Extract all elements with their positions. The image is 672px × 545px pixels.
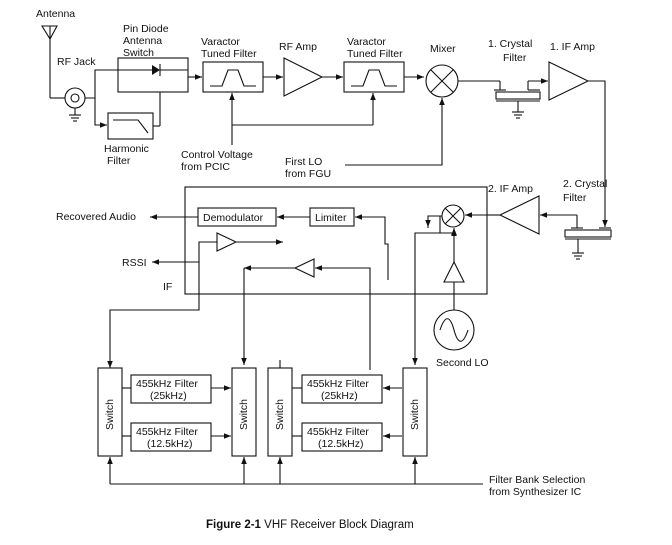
filter-12-5khz-left: [130, 422, 212, 452]
switch-1-label: Switch: [104, 399, 116, 430]
rf-amp-label: RF Amp: [279, 41, 317, 53]
harmonic-filter-label-1: Harmonic: [104, 143, 149, 155]
if-amp-1-output-line: [588, 80, 606, 215]
antenna-symbol: [41, 25, 58, 82]
switch-2-label: Switch: [238, 399, 250, 430]
if-ic-block: [184, 186, 488, 295]
switch-3-block: [267, 367, 293, 457]
filter-25khz-left: [130, 374, 212, 404]
mixer-label: Mixer: [430, 43, 456, 55]
crystal-filter-1-label-1: 1. Crystal: [488, 38, 532, 50]
figure-caption-prefix: Figure 2-1: [206, 519, 262, 531]
second-lo-oscillator-symbol: [433, 309, 475, 351]
if-amp-1-label: 1. IF Amp: [550, 41, 595, 53]
control-voltage-label-2: from PCIC: [181, 161, 230, 173]
control-voltage-connector: [229, 93, 376, 145]
filter-25khz-right-line2: (25kHz): [321, 390, 358, 402]
rssi-label: RSSI: [122, 257, 147, 269]
pin-diode-label-1: Pin Diode: [123, 23, 169, 35]
switch-2-block: [231, 367, 257, 457]
if-amp-2-label: 2. IF Amp: [488, 183, 533, 195]
pin-diode-label-3: Switch: [123, 47, 154, 59]
mixer-symbol: [425, 64, 459, 98]
if-ic-label: IF: [163, 281, 172, 293]
crystal-filter-1-label-2: Filter: [503, 52, 527, 64]
rf-jack-symbol: [49, 69, 118, 128]
varactor-filter-2-label-1: Varactor: [347, 36, 386, 48]
filter-25khz-left-line1: 455kHz Filter: [136, 378, 198, 390]
varactor-filter-1-label-1: Varactor: [201, 36, 240, 48]
harmonic-filter-label-2: Filter: [107, 155, 131, 167]
if-to-left-switch-line: [107, 262, 200, 368]
harmonic-filter-block: [107, 70, 161, 140]
pin-diode-label-2: Antenna: [123, 35, 162, 47]
first-lo-connector: [345, 98, 445, 166]
lower-amp-triangle: [293, 258, 315, 278]
limiter-input-line: [355, 214, 389, 280]
crystal-filter-2-symbol: [540, 212, 612, 260]
varactor-filter-1-label-2: Tuned Filter: [201, 48, 257, 60]
mixer-to-right-switch-line: [412, 232, 440, 365]
if-amp-1-triangle: [548, 61, 590, 101]
filter-12-5khz-right-line1: 455kHz Filter: [307, 426, 369, 438]
filter-bank-label-1: Filter Bank Selection: [489, 474, 585, 486]
figure-caption-text: VHF Receiver Block Diagram: [261, 519, 414, 531]
filter-12-5khz-left-line2: (12.5kHz): [147, 438, 193, 450]
switch-3-label: Switch: [274, 399, 286, 430]
demodulator-label: Demodulator: [203, 212, 264, 224]
antenna-label: Antenna: [36, 8, 75, 20]
switch-4-label: Switch: [409, 399, 421, 430]
filter-25khz-right: [301, 374, 383, 404]
control-voltage-label-1: Control Voltage: [181, 149, 253, 161]
filter-25khz-right-line1: 455kHz Filter: [307, 378, 369, 390]
varactor-filter-2-label-2: Tuned Filter: [347, 48, 403, 60]
if-amp-2-triangle: [498, 195, 540, 235]
crystal-filter-2-label-1: 2. Crystal: [563, 178, 607, 190]
rf-jack-label: RF Jack: [57, 56, 96, 68]
varactor-filter-2-block: [343, 61, 405, 93]
filter-12-5khz-right: [301, 422, 383, 452]
first-lo-label-1: First LO: [285, 156, 322, 168]
crystal-filter-1-symbol: [494, 78, 548, 119]
rf-amp-triangle: [283, 57, 324, 97]
first-lo-label-2: from FGU: [285, 168, 331, 180]
filter-bank-to-lower-amp-line: [315, 265, 371, 370]
limiter-label: Limiter: [315, 212, 347, 224]
crystal-filter-2-label-2: Filter: [563, 192, 587, 204]
rssi-output-line: [152, 241, 217, 265]
switch-4-block: [402, 367, 428, 457]
filter-bank-label-2: from Synthesizer IC: [489, 486, 582, 498]
switch-1-block: [97, 367, 123, 457]
filter-bank-selection-bus: [107, 457, 483, 485]
pin-diode-switch-block: [117, 57, 189, 93]
varactor-filter-1-block: [202, 61, 264, 93]
second-lo-label: Second LO: [436, 357, 489, 369]
recovered-audio-label: Recovered Audio: [56, 211, 136, 223]
filter-25khz-left-line2: (25kHz): [150, 390, 187, 402]
filter-12-5khz-right-line2: (12.5kHz): [318, 438, 364, 450]
filter-12-5khz-left-line1: 455kHz Filter: [136, 426, 198, 438]
second-mixer-symbol: [441, 204, 465, 228]
figure-caption: Figure 2-1 VHF Receiver Block Diagram: [206, 519, 414, 531]
